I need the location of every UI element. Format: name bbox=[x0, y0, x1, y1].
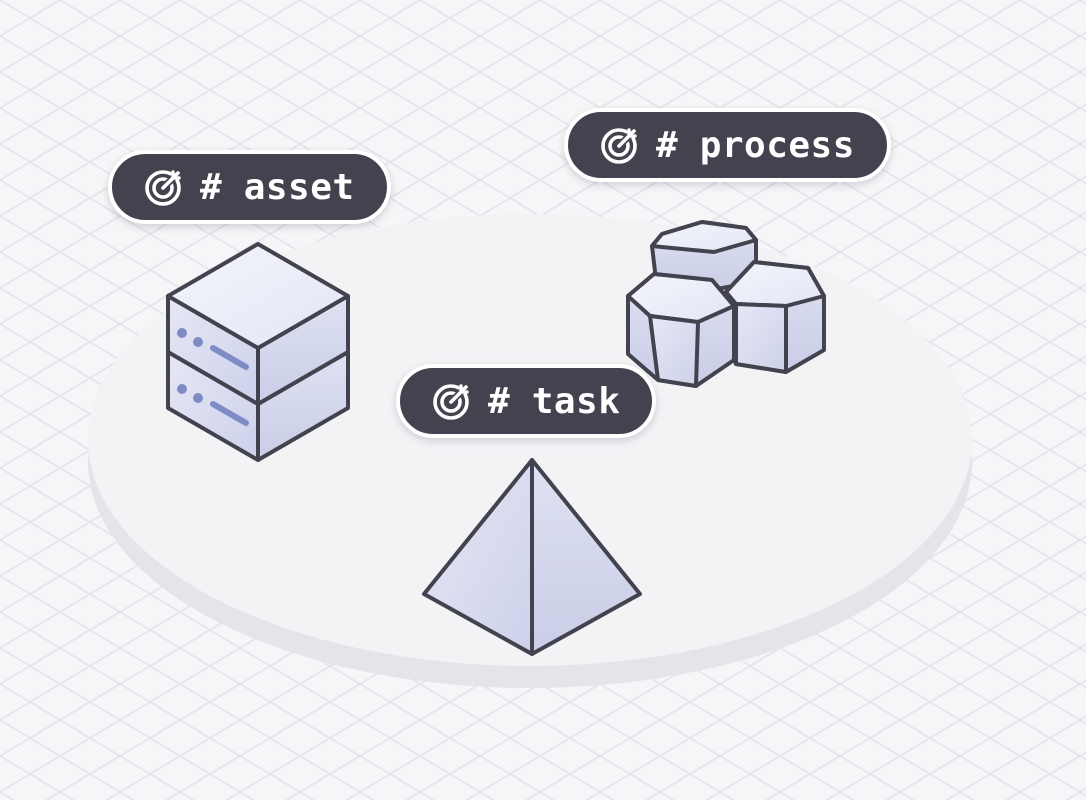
tag-hash: # bbox=[656, 124, 678, 166]
hexagon-cluster-icon bbox=[626, 220, 826, 388]
tag-label: task bbox=[531, 380, 621, 422]
tag-task[interactable]: # task bbox=[396, 364, 657, 438]
pyramid-icon bbox=[422, 458, 642, 656]
tag-hash: # bbox=[200, 166, 222, 208]
tag-hash: # bbox=[488, 380, 510, 422]
tag-label: asset bbox=[243, 166, 355, 208]
tag-process[interactable]: # process bbox=[564, 108, 891, 182]
target-icon bbox=[145, 169, 182, 206]
target-icon bbox=[433, 383, 470, 420]
target-icon bbox=[601, 127, 638, 164]
server-stack-icon bbox=[166, 242, 350, 462]
tag-asset[interactable]: # asset bbox=[108, 150, 391, 224]
tag-label: process bbox=[699, 124, 855, 166]
